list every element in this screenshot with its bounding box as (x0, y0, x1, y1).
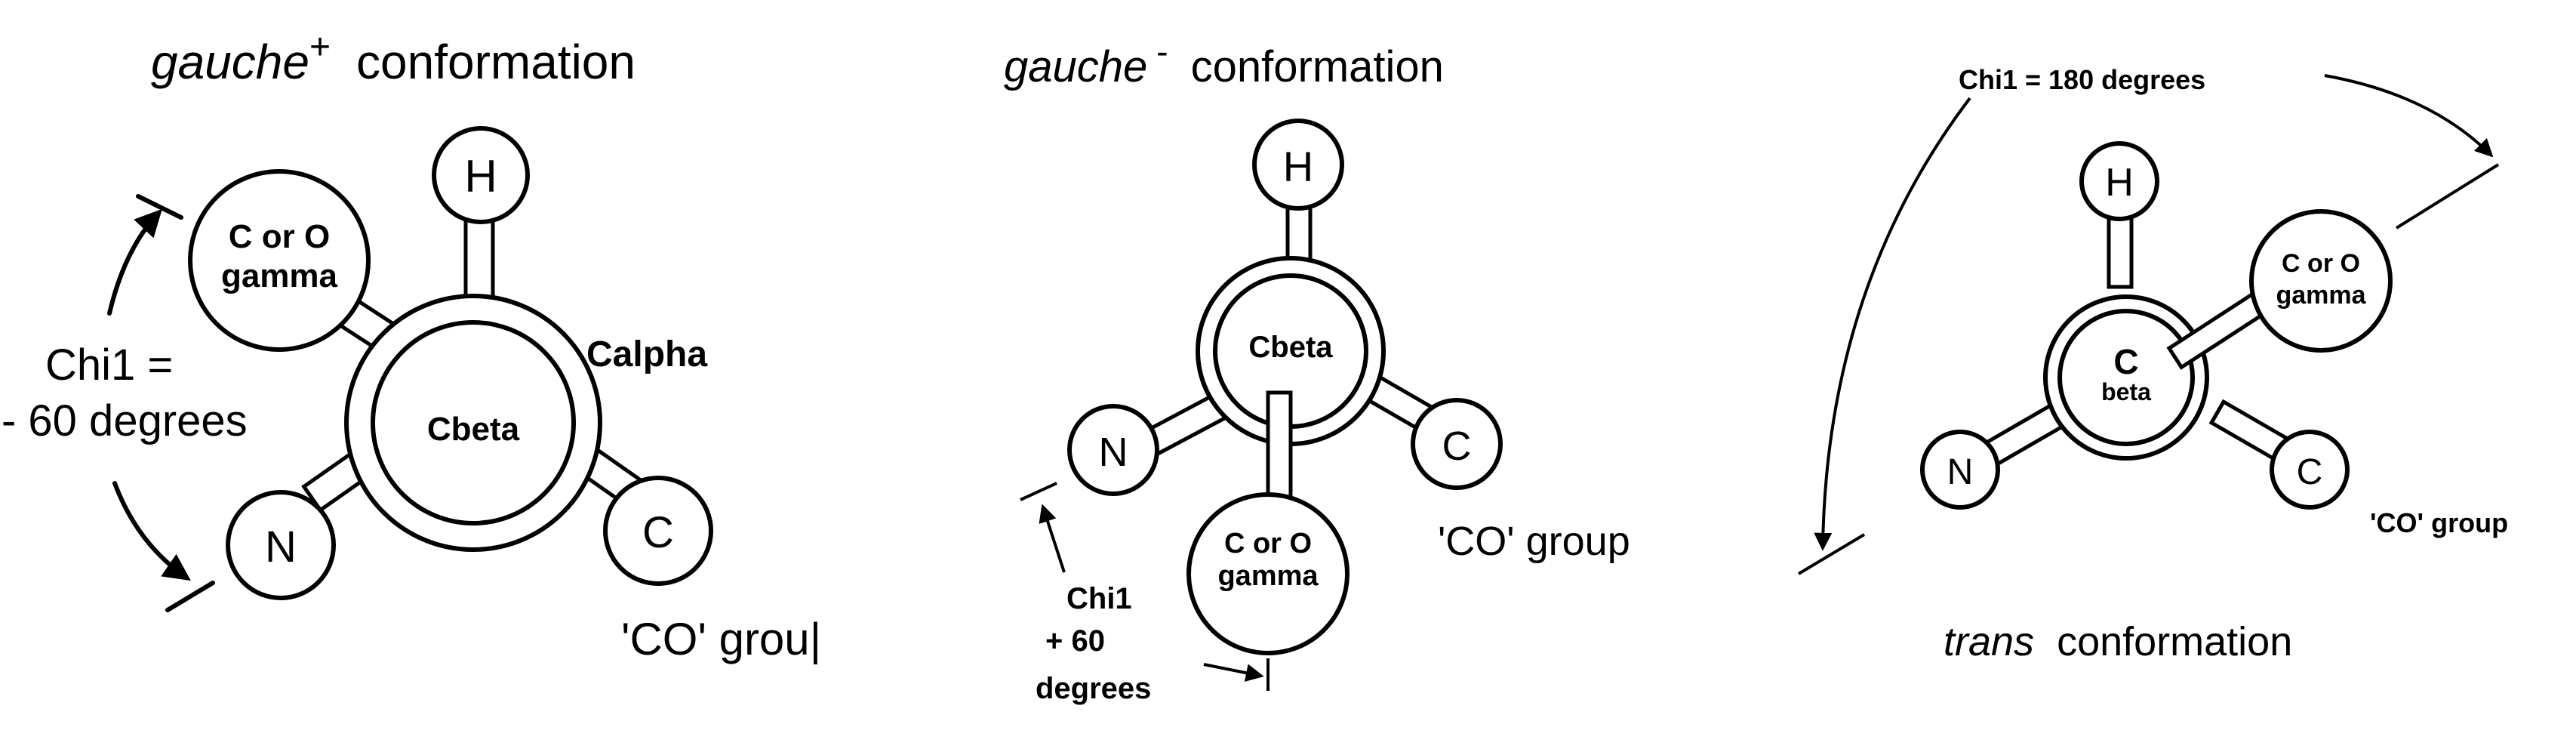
panel-trans: Chi1 = 180 degrees C beta H C or O gamma… (1797, 64, 2508, 664)
atom-cbeta-l2: beta (2101, 378, 2151, 405)
atom-c-circle (603, 476, 713, 586)
atom-h: H (2105, 161, 2134, 205)
chi-label: Chi1 = 180 degrees (1959, 64, 2205, 95)
cbeta-ring-inner (371, 320, 576, 525)
atom-n-circle (226, 490, 336, 600)
arrow-left (1814, 97, 1971, 551)
arrow-right (2324, 74, 2494, 158)
panel-gauche-minus: gauche-conformation Cbeta H N C C or O g… (1004, 32, 1630, 705)
atom-gamma-l1: C or O (1224, 528, 1312, 559)
title-gauche-plus: gauche+conformation (151, 27, 636, 89)
atom-n: N (265, 522, 297, 572)
label-calpha: Calpha (586, 334, 707, 374)
atom-n: N (1099, 430, 1128, 475)
atom-gamma-l1: C or O (2282, 249, 2360, 278)
atom-gamma-l2: gamma (221, 257, 338, 294)
arrow-down (112, 481, 191, 581)
arrow-right (1203, 663, 1264, 683)
tick-left (1797, 533, 1866, 575)
chi-label-l1: Chi1 = (45, 341, 173, 390)
chi-label-l3: degrees (1036, 672, 1151, 705)
co-group-label: 'CO' group (1438, 519, 1630, 564)
title-gauche-minus: gauche-conformation (1004, 32, 1444, 91)
atom-gamma-circle (1186, 492, 1350, 655)
chi-label-l2: + 60 (1045, 624, 1105, 658)
atom-h-circle (1252, 119, 1344, 211)
arrow-up (107, 208, 162, 316)
atom-cbeta: Cbeta (427, 411, 520, 448)
atom-n-circle (1920, 430, 2000, 510)
atom-gamma-l2: gamma (1217, 560, 1319, 592)
tick-right (2395, 163, 2500, 230)
atom-cbeta-l1: C (2113, 342, 2138, 381)
atom-c-circle (2270, 430, 2350, 510)
atom-c: C (642, 508, 674, 557)
atom-h: H (464, 151, 497, 202)
atom-n: N (1947, 452, 1974, 492)
atom-gamma-circle (2249, 209, 2393, 353)
atom-h-circle (2079, 141, 2159, 221)
chi-label-l1: Chi1 (1066, 582, 1132, 615)
atom-h-circle (432, 126, 530, 224)
atom-h: H (1283, 143, 1313, 190)
tick-left (1020, 482, 1057, 501)
co-group-label: 'CO' group (2370, 507, 2508, 538)
atom-gamma-l2: gamma (2276, 281, 2366, 310)
atom-gamma-circle (188, 169, 371, 352)
cbeta-ring-inner (2057, 309, 2195, 446)
co-group-label: 'CO' grou| (621, 614, 821, 664)
atom-cbeta: Cbeta (1248, 331, 1333, 364)
chi-label-l2: - 60 degrees (2, 396, 248, 445)
bond-gamma (1266, 390, 1293, 501)
atom-c-circle (1411, 398, 1503, 490)
tick-top (136, 194, 183, 220)
panel-gauche-plus: gauche+conformation Cbeta H C or O gamma… (2, 27, 821, 664)
atom-n-circle (1067, 404, 1159, 496)
atom-gamma-l1: C or O (229, 218, 330, 255)
atom-c: C (1442, 424, 1472, 469)
tick-bottom (165, 581, 215, 612)
arrow-up (1039, 504, 1066, 573)
atom-c: C (2297, 452, 2323, 492)
